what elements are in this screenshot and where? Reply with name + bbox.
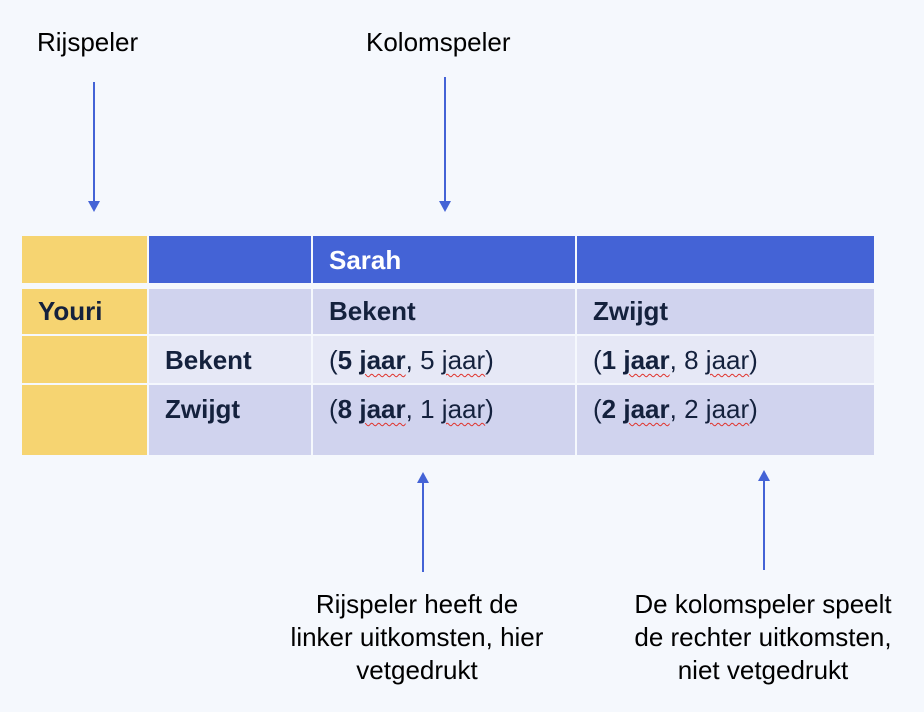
- payoff-cell: (8 jaar, 1 jaar): [313, 385, 575, 455]
- yellow-filler-cell: [22, 336, 147, 383]
- column-player-label: Kolomspeler: [366, 27, 511, 57]
- payoff-cell: (1 jaar, 8 jaar): [577, 336, 874, 383]
- row-player-label: Rijspeler: [37, 27, 139, 57]
- strategy-blank-cell: [149, 289, 311, 334]
- arrow-up-icon: [758, 470, 770, 570]
- row-player-name: Youri: [22, 289, 147, 334]
- row-strategy-bekent: Bekent: [149, 336, 311, 383]
- column-strategy-zwijgt: Zwijgt: [577, 289, 874, 334]
- row-strategy-zwijgt: Zwijgt: [149, 385, 311, 455]
- arrow-down-icon: [439, 77, 451, 212]
- header-blank-cell: [149, 236, 311, 283]
- column-player-name: Sarah: [313, 236, 575, 283]
- yellow-filler-cell: [22, 385, 147, 455]
- corner-cell: [22, 236, 147, 283]
- arrow-up-icon: [417, 472, 429, 572]
- payoff-cell: (5 jaar, 5 jaar): [313, 336, 575, 383]
- arrow-down-icon: [88, 82, 100, 212]
- payoff-cell: (2 jaar, 2 jaar): [577, 385, 874, 455]
- column-strategy-bekent: Bekent: [313, 289, 575, 334]
- column-player-note: De kolomspeler speelt de rechter uitkoms…: [634, 589, 892, 685]
- row-player-note: Rijspeler heeft de linker uitkomsten, hi…: [290, 589, 544, 685]
- header-blank-cell: [577, 236, 874, 283]
